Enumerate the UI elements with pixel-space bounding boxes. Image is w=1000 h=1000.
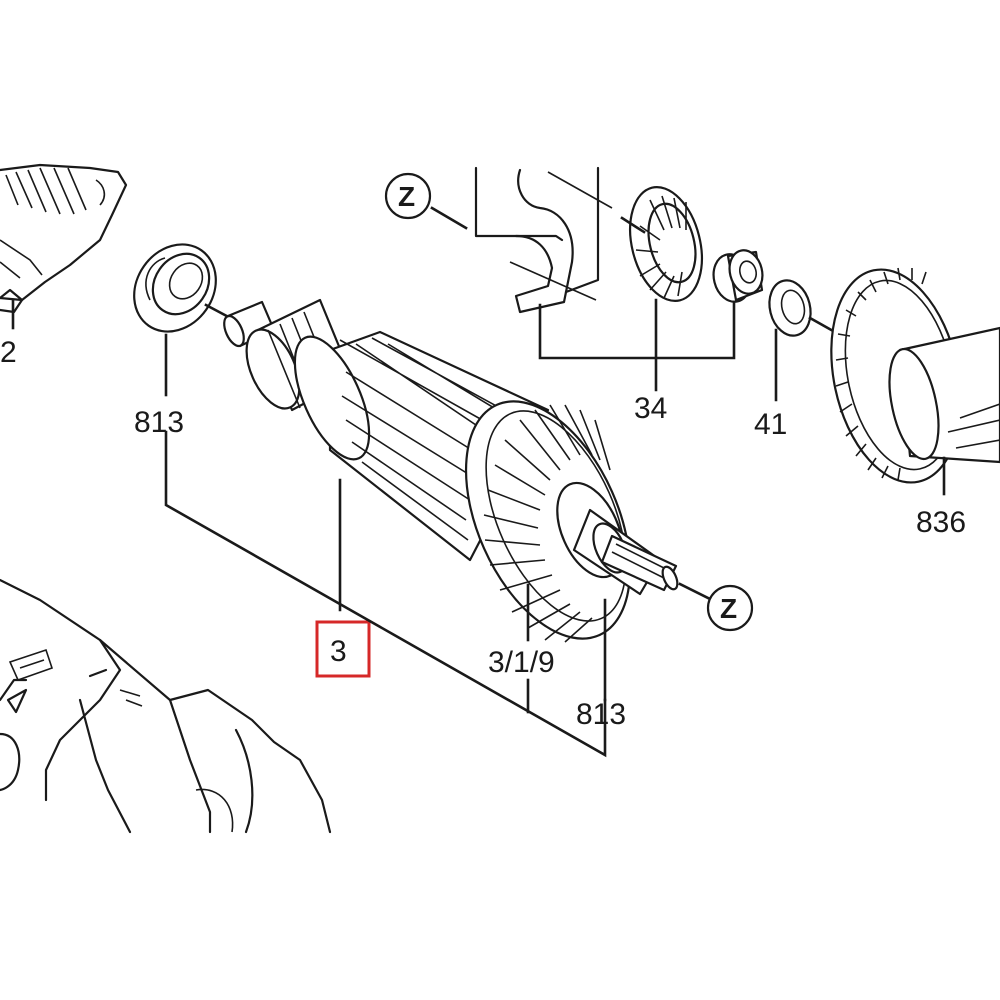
part-number-3-1-9: 3/1/9 [488,646,555,679]
part-number-34: 34 [634,392,667,425]
gear-spring-assembly [538,186,844,402]
assembly-bracket-lines [164,430,607,758]
part-number-2: 2 [0,336,17,369]
part-number-41: 41 [754,408,787,441]
part-number-3: 3 [330,635,347,668]
motor-housing-fragment [0,163,128,330]
armature-rotor [223,298,714,643]
highlight-box-part-3 [315,620,371,678]
gear-housing-fragment [0,578,332,834]
reference-z-bottom-label: Z [720,593,737,624]
reference-z-bottom [706,584,754,632]
ball-bearing-top [133,243,240,397]
reference-z-top-label: Z [398,181,415,212]
large-gear-836 [830,267,1000,496]
part-number-813-top: 813 [134,406,184,439]
part-number-813-bottom: 813 [576,698,626,731]
reference-z-top [384,172,468,230]
part-number-836: 836 [916,506,966,539]
bracket-plate [474,166,613,314]
